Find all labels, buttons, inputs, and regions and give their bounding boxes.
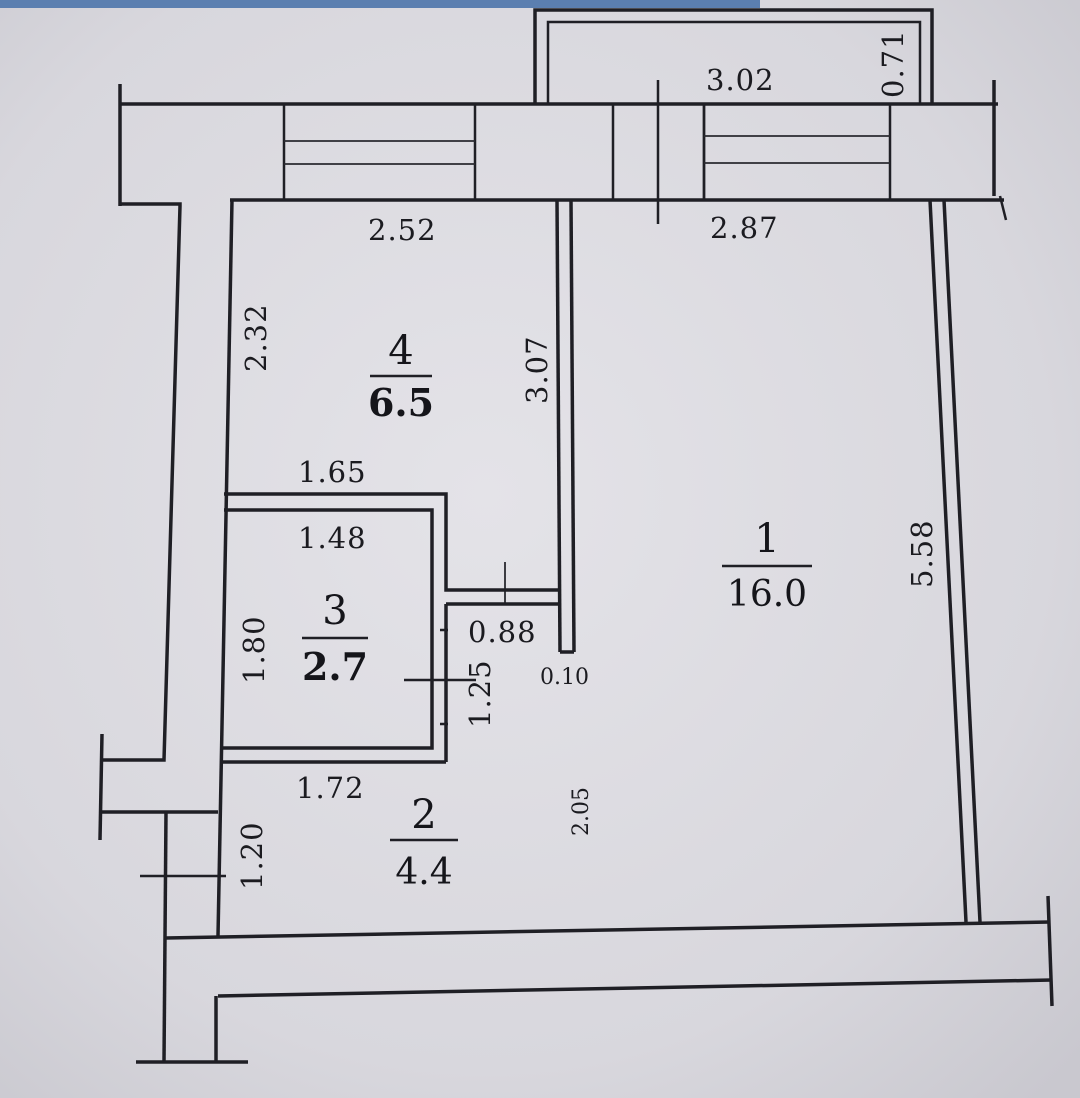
dim-wall-thickness: 0.10 bbox=[540, 665, 589, 690]
top-edge-strip bbox=[0, 0, 760, 8]
left-exterior-wall bbox=[98, 199, 234, 1063]
dim-room3-depth: 1.80 bbox=[237, 615, 271, 684]
dim-room1-width: 2.87 bbox=[710, 211, 779, 245]
dim-balcony-length: 3.02 bbox=[706, 63, 775, 97]
room-4-label: 4 6.5 bbox=[368, 328, 434, 425]
top-exterior-wall bbox=[118, 80, 1008, 224]
dim-room4-depth: 2.32 bbox=[239, 303, 273, 372]
room-area: 16.0 bbox=[727, 574, 807, 615]
dim-room1-depth: 5.58 bbox=[905, 519, 939, 588]
dim-bath-door: 1.25 bbox=[463, 659, 497, 728]
bottom-exterior-wall bbox=[136, 895, 1054, 1064]
room-number: 4 bbox=[388, 328, 413, 374]
room-1-label: 1 16.0 bbox=[722, 516, 812, 615]
right-exterior-wall bbox=[928, 199, 982, 923]
room-2-label: 2 4.4 bbox=[390, 792, 458, 893]
room-number: 3 bbox=[322, 588, 347, 634]
dim-door-width: 0.88 bbox=[468, 615, 537, 649]
room-number: 2 bbox=[411, 792, 436, 838]
room3-walls bbox=[222, 492, 560, 764]
room-number: 1 bbox=[754, 516, 779, 562]
window-right bbox=[702, 104, 892, 200]
balcony bbox=[533, 8, 934, 104]
dim-hall-depth: 1.20 bbox=[235, 821, 269, 890]
dim-partition-length: 3.07 bbox=[520, 335, 554, 404]
room-area: 4.4 bbox=[395, 852, 452, 893]
room-area: 2.7 bbox=[302, 644, 368, 689]
partition-room4-room1 bbox=[504, 199, 576, 654]
dim-balcony-depth: 0.71 bbox=[876, 29, 910, 98]
dim-hall-span: 2.05 bbox=[569, 787, 594, 836]
dim-room4-width: 2.52 bbox=[368, 213, 437, 247]
window-left bbox=[282, 104, 477, 200]
dim-room4-lower-width: 1.65 bbox=[298, 455, 367, 489]
dim-room3-width: 1.48 bbox=[298, 521, 367, 555]
room-area: 6.5 bbox=[368, 380, 434, 425]
dimension-labels: 3.02 0.71 2.52 2.87 2.32 3.07 1.65 1.48 … bbox=[235, 29, 939, 890]
room-3-label: 3 2.7 bbox=[302, 588, 368, 689]
dim-hall-width: 1.72 bbox=[296, 771, 365, 805]
